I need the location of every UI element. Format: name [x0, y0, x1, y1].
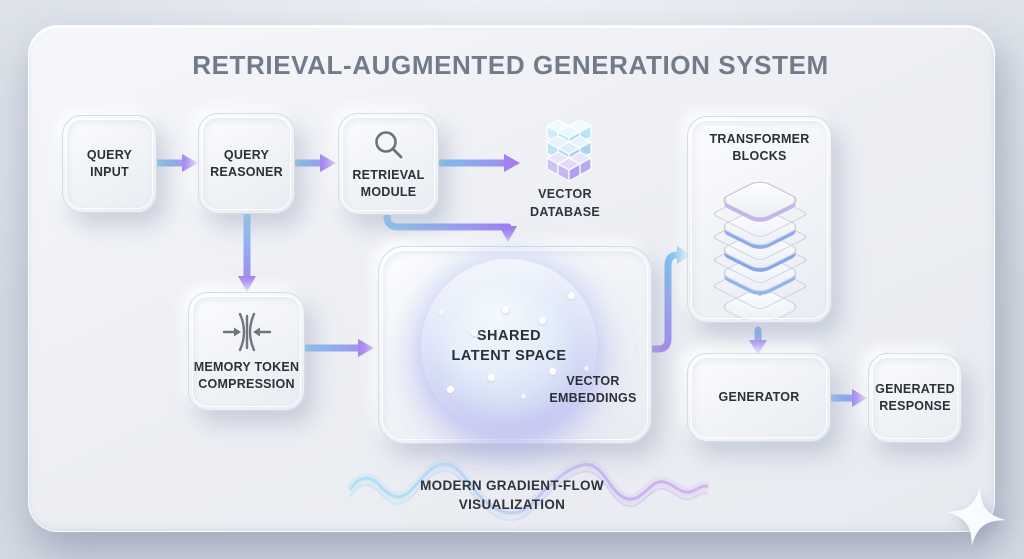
node-transformer-blocks: TRANSFORMER BLOCKS: [687, 116, 832, 323]
node-generated-response: GENERATED RESPONSE: [868, 353, 962, 443]
layer-stack-icon: [690, 170, 830, 320]
sparkle-icon: [944, 484, 1008, 548]
node-label: GENERATOR: [718, 390, 800, 405]
embedding-dot: [439, 310, 444, 315]
embedding-dot: [488, 374, 495, 381]
page-title: RETRIEVAL-AUGMENTED GENERATION SYSTEM: [192, 50, 829, 80]
node-retrieval-module: RETRIEVAL MODULE: [338, 113, 439, 215]
vector-database-label: VECTOR DATABASE: [530, 187, 600, 219]
cube-stack-icon: [531, 116, 607, 184]
embedding-dot: [502, 306, 509, 313]
node-shared-latent-space: SHARED LATENT SPACE VECTOR EMBEDDINGS: [378, 246, 652, 444]
embedding-dot: [471, 329, 478, 336]
gradient-flow-caption: MODERN GRADIENT-FLOW VISUALIZATION: [420, 478, 604, 512]
vector-embeddings-label: VECTOR EMBEDDINGS: [549, 374, 637, 405]
embedding-dot: [584, 366, 589, 371]
embedding-dot: [568, 292, 575, 299]
node-memory-token-compression: MEMORY TOKEN COMPRESSION: [188, 292, 305, 411]
node-query-reasoner: QUERY REASONER: [198, 113, 295, 214]
embedding-dot: [447, 386, 454, 393]
node-label: RETRIEVAL MODULE: [352, 167, 425, 199]
node-label: TRANSFORMER BLOCKS: [709, 132, 810, 163]
compress-icon: [215, 310, 279, 354]
search-icon: [372, 128, 406, 162]
node-label: MEMORY TOKEN COMPRESSION: [193, 360, 300, 391]
latent-sphere: SHARED LATENT SPACE: [421, 259, 597, 435]
node-query-input: QUERY INPUT: [62, 115, 157, 213]
embedding-dot: [539, 317, 546, 324]
node-label: SHARED LATENT SPACE: [451, 328, 567, 364]
node-label: QUERY INPUT: [86, 148, 133, 179]
node-label: GENERATED RESPONSE: [875, 382, 955, 413]
embedding-dot: [549, 368, 556, 375]
embedding-dot: [521, 394, 526, 399]
node-generator: GENERATOR: [687, 353, 831, 442]
node-label: QUERY REASONER: [210, 147, 283, 179]
